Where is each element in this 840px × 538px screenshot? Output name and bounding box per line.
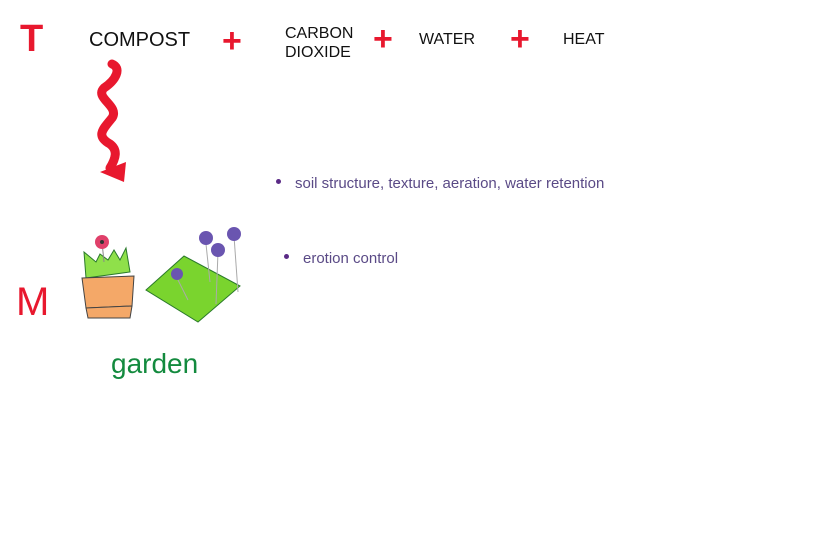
plus-sign: + — [222, 22, 242, 60]
benefit-item: soil structure, texture, aeration, water… — [276, 175, 604, 192]
benefit-text: erotion control — [303, 250, 399, 267]
plus-sign: + — [373, 20, 393, 58]
benefit-text: soil structure, texture, aeration, water… — [295, 175, 605, 192]
term-heat: HEAT — [563, 31, 605, 48]
carbon-line: CARBON — [285, 25, 354, 42]
term-carbon-dioxide: CARBON DIOXIDE — [285, 24, 353, 62]
letter-t: T — [20, 18, 44, 60]
garden-illustration-icon — [81, 227, 241, 323]
plus-sign: + — [510, 20, 530, 58]
term-water: WATER — [419, 31, 475, 48]
wavy-arrow-icon — [97, 59, 126, 182]
benefit-item: erotion control — [284, 250, 398, 267]
term-compost: COMPOST — [89, 29, 191, 51]
garden-label: garden — [111, 348, 199, 379]
dioxide-line: DIOXIDE — [285, 44, 351, 61]
bullet-icon — [276, 179, 281, 184]
letter-m: M — [16, 280, 50, 324]
bullet-icon — [284, 254, 289, 259]
